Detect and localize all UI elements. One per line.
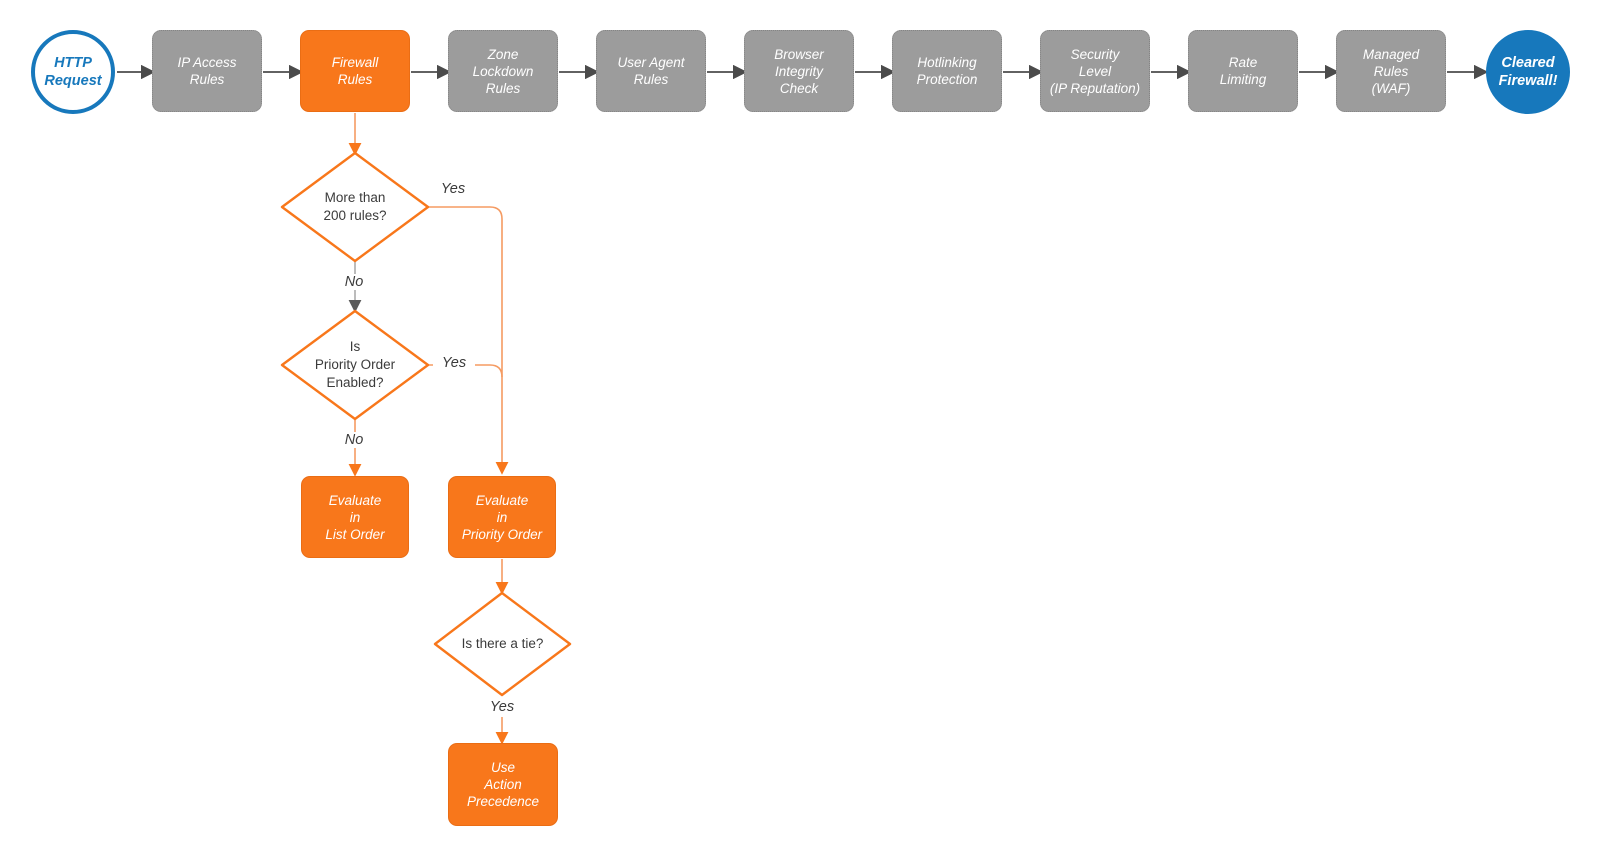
action-evaluate-list-order: Evaluate in List Order <box>301 476 409 558</box>
diamond-label-line: Priority Order <box>314 357 396 372</box>
step-ip-access-rules: IP Access Rules <box>152 30 262 112</box>
step-browser-integrity-check: Browser Integrity Check <box>744 30 854 112</box>
edge-priority-enabled-yes <box>428 364 503 378</box>
diamond-label-line: More than <box>324 190 386 205</box>
step-label-line: Integrity <box>774 63 824 79</box>
action-label-line: Evaluate <box>328 492 382 508</box>
diamond-more-than-200 <box>280 151 430 263</box>
end-node-label-line: Firewall! <box>1498 73 1558 89</box>
step-label-line: Hotlinking <box>917 55 977 70</box>
action-label-line: in <box>496 509 508 525</box>
step-label-line: Rules <box>337 72 373 87</box>
step-label-line: Rules <box>485 80 521 96</box>
step-managed-rules-waf: Managed Rules (WAF) <box>1336 30 1446 112</box>
edge-label-more-than-200-no: No <box>340 274 368 290</box>
diamond-priority-enabled <box>280 309 430 421</box>
action-evaluate-priority-order: Evaluate in Priority Order <box>448 476 556 558</box>
edge-more-than-200-yes <box>428 206 509 475</box>
step-label-line: Managed <box>1362 46 1420 62</box>
step-label-line: User Agent <box>617 55 685 70</box>
diamond-label-line: Enabled? <box>326 375 384 390</box>
step-label-line: Rate <box>1228 55 1258 70</box>
step-label-line: Level <box>1078 63 1112 79</box>
step-label-line: Firewall <box>331 55 379 70</box>
step-label-line: (IP Reputation) <box>1049 80 1141 96</box>
action-use-action-precedence: Use Action Precedence <box>448 743 558 826</box>
action-label-line: Evaluate <box>475 492 529 508</box>
edge-label-tie-yes: Yes <box>489 699 515 715</box>
step-label-line: IP Access <box>177 55 237 70</box>
end-node-label-line: Cleared <box>1501 55 1555 71</box>
action-label-line: Action <box>484 777 522 792</box>
start-node-label-line: HTTP <box>54 55 92 71</box>
edge-label-priority-enabled-yes: Yes <box>433 355 475 371</box>
step-rate-limiting: Rate Limiting <box>1188 30 1298 112</box>
step-label-line: Limiting <box>1219 72 1267 87</box>
diamond-tie-text: Is there a tie? <box>435 593 570 695</box>
step-label-line: Check <box>779 80 819 96</box>
step-label-line: Rules <box>189 72 225 87</box>
start-node-http-request: HTTP Request <box>31 30 115 114</box>
step-firewall-rules: Firewall Rules <box>300 30 410 112</box>
step-zone-lockdown-rules: Zone Lockdown Rules <box>448 30 558 112</box>
action-label-line: in <box>349 509 361 525</box>
action-label-line: Priority Order <box>461 526 543 542</box>
step-label-line: Protection <box>916 72 978 87</box>
end-node-cleared-firewall: Cleared Firewall! <box>1486 30 1570 114</box>
edge-label-priority-enabled-no: No <box>340 432 368 448</box>
action-label-line: Use <box>490 760 515 775</box>
step-hotlinking-protection: Hotlinking Protection <box>892 30 1002 112</box>
step-label-line: (WAF) <box>1371 80 1411 96</box>
step-security-level: Security Level (IP Reputation) <box>1040 30 1150 112</box>
step-label-line: Rules <box>633 72 669 87</box>
diamond-more-than-200-text: More than 200 rules? <box>285 153 425 261</box>
step-label-line: Security <box>1070 46 1120 62</box>
action-label-line: List Order <box>325 526 385 542</box>
step-label-line: Zone <box>487 46 519 62</box>
edge-label-more-than-200-yes: Yes <box>440 181 466 197</box>
diamond-tie <box>433 591 572 697</box>
step-label-line: Lockdown <box>472 63 534 79</box>
diamond-priority-enabled-text: Is Priority Order Enabled? <box>285 311 425 419</box>
action-label-line: Precedence <box>466 794 540 809</box>
diamond-label-line: Is <box>349 339 361 354</box>
diamond-label-line: 200 rules? <box>323 208 387 223</box>
start-node-label-line: Request <box>44 73 102 89</box>
step-label-line: Rules <box>1373 63 1409 79</box>
diamond-label-line: Is there a tie? <box>461 636 544 651</box>
step-label-line: Browser <box>774 46 824 62</box>
step-user-agent-rules: User Agent Rules <box>596 30 706 112</box>
